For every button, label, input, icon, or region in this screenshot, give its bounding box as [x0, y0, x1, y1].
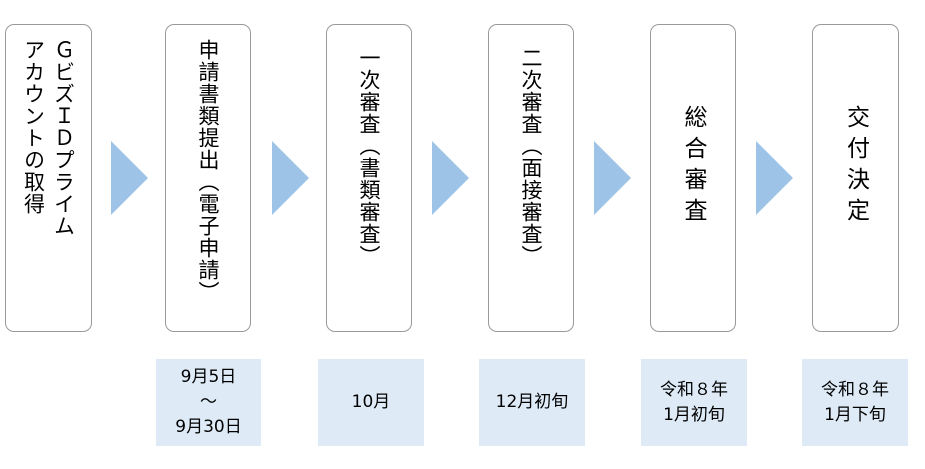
- date-text-line: ～: [200, 392, 217, 412]
- arrow-right-icon: [432, 141, 469, 215]
- date-text-line: 1月下旬: [824, 404, 886, 425]
- step-text-line: 交付決定: [842, 105, 869, 229]
- flow-step-application: 申請書類提出（電子申請）: [165, 24, 251, 332]
- flow-step-overall-review: 総合審査: [650, 24, 736, 332]
- arrow-right-icon: [756, 141, 793, 215]
- date-text-line: 12月初旬: [495, 392, 569, 412]
- flow-step-first-review: 一次審査（書類審査）: [326, 24, 412, 332]
- date-text-line: 1月初旬: [663, 404, 725, 425]
- flow-step-gbizid: ＧビズＩＤプライム アカウントの取得: [5, 24, 92, 332]
- date-label-second-review: 12月初旬: [479, 359, 585, 446]
- arrow-right-icon: [594, 141, 631, 215]
- date-label-overall-review: 令和８年 1月初旬: [641, 359, 747, 446]
- date-label-grant-decision: 令和８年 1月下旬: [802, 359, 908, 446]
- date-text-line: 9月5日: [180, 367, 237, 387]
- step-text-line: ＧビズＩＤプライム: [51, 39, 76, 237]
- step-text-line: 一次審査（書類審査）: [357, 47, 381, 267]
- date-text-line: 10月: [351, 392, 391, 412]
- arrow-right-icon: [111, 141, 148, 215]
- flow-step-second-review: 二次審査（面接審査）: [488, 24, 574, 332]
- step-text-line: 総合審査: [680, 105, 706, 229]
- step-text-line: アカウントの取得: [21, 39, 46, 215]
- arrow-right-icon: [272, 141, 309, 215]
- date-text-line: 令和８年: [821, 379, 889, 400]
- step-text-line: 二次審査（面接審査）: [519, 47, 543, 267]
- date-text-line: 令和８年: [660, 379, 728, 400]
- date-label-first-review: 10月: [318, 359, 424, 446]
- step-text-line: 申請書類提出（電子申請）: [196, 39, 220, 303]
- date-text-line: 9月30日: [175, 417, 242, 437]
- flow-step-grant-decision: 交付決定: [812, 24, 899, 332]
- date-label-application: 9月5日 ～ 9月30日: [156, 359, 261, 446]
